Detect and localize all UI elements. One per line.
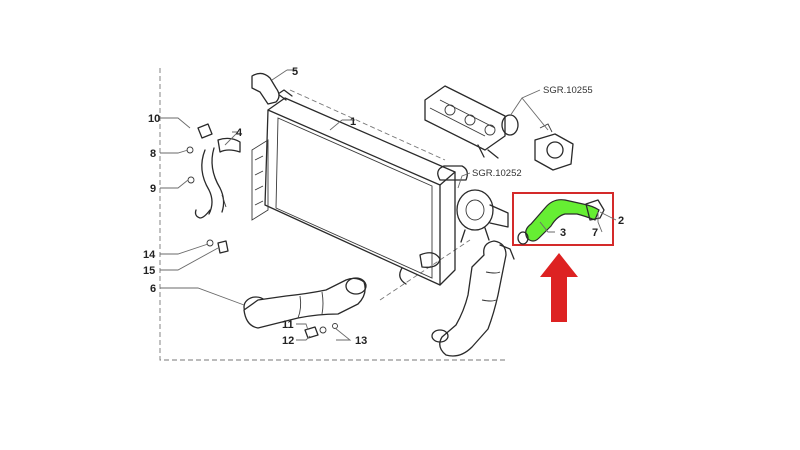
intercooler <box>251 89 456 286</box>
label-5: 5 <box>292 66 298 78</box>
label-1: 1 <box>350 116 356 128</box>
label-4: 4 <box>236 127 243 139</box>
highlighted-hose[interactable] <box>525 199 600 242</box>
label-13: 13 <box>355 335 367 347</box>
diagram-frame <box>159 68 505 361</box>
label-11: 11 <box>282 319 294 331</box>
clamp-fasteners <box>304 323 338 339</box>
ref-manifold: SGR.10255 <box>543 85 593 96</box>
turbo-outlet-hose <box>431 240 515 357</box>
elbow-hose <box>251 72 280 105</box>
label-9: 9 <box>150 183 156 195</box>
arrow-up-icon <box>540 253 578 322</box>
ref-turbo: SGR.10252 <box>472 168 522 179</box>
throttle-body <box>534 123 574 171</box>
label-3: 3 <box>560 227 566 239</box>
intake-manifold <box>424 85 519 159</box>
label-8: 8 <box>150 148 156 160</box>
label-7: 7 <box>592 227 598 239</box>
label-2: 2 <box>618 215 624 227</box>
label-12: 12 <box>282 335 294 347</box>
small-fasteners <box>206 239 229 254</box>
label-10: 10 <box>148 113 160 125</box>
lower-hose <box>243 277 367 329</box>
label-6: 6 <box>150 283 156 295</box>
leader-lines <box>160 69 617 341</box>
label-14: 14 <box>143 249 156 261</box>
turbocharger <box>437 165 509 243</box>
label-15: 15 <box>143 265 155 277</box>
